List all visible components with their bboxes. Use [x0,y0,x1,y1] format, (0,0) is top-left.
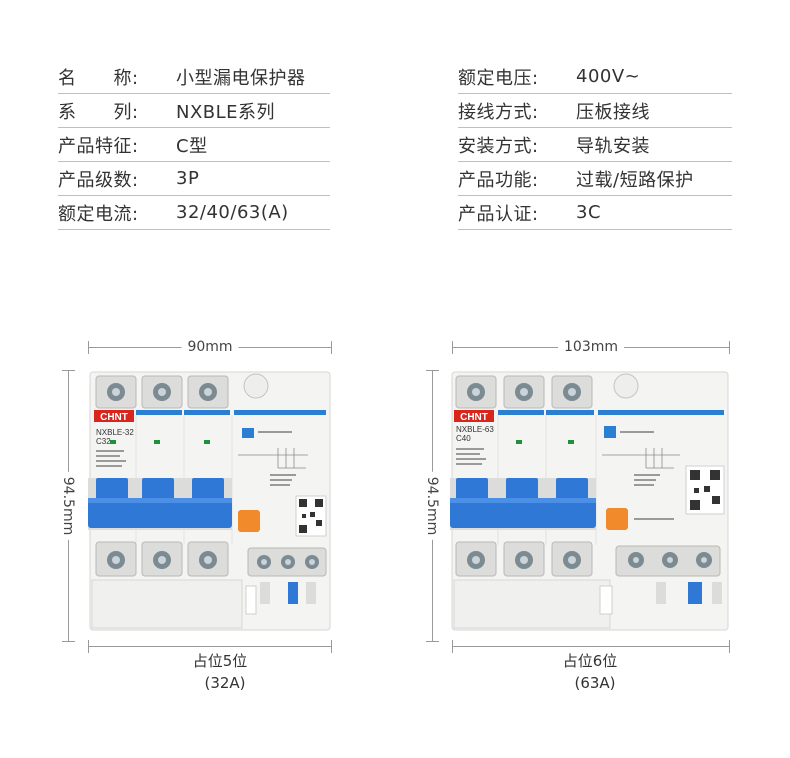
caption-left: 占位5位 (32A) [160,650,280,694]
height-dimension-left: 94.5mm [58,370,78,642]
rating-label: C32 [96,437,111,446]
spec-value: 小型漏电保护器 [176,67,306,89]
spec-key: 接线方式: [458,101,539,123]
caption-right: 占位6位 (63A) [530,650,650,694]
spec-key: 产品特征: [58,135,139,157]
spec-key: 额定电流: [58,203,139,225]
brand-logo: CHNT [100,412,128,423]
spec-value: 32/40/63(A) [176,202,289,223]
spec-row: 额定电流: 32/40/63(A) [58,196,330,230]
width-label: 90mm [181,337,239,357]
width-label: 103mm [558,337,624,357]
breaker-image-right: CHNT NXBLE-63 C40 [450,370,730,632]
width-dimension-left: 90mm [88,337,332,357]
caption-amperage: (63A) [574,674,616,692]
rating-label: C40 [456,434,471,443]
spec-value: NXBLE系列 [176,101,276,123]
model-label: NXBLE-63 [456,425,494,434]
height-label: 94.5mm [424,471,440,541]
spec-value: 过载/短路保护 [576,169,694,191]
width-dimension-right: 103mm [452,337,730,357]
spec-value: 400V~ [576,66,641,87]
spec-row: 产品特征: C型 [58,128,330,162]
spec-key: 产品认证: [458,203,539,225]
height-dimension-right: 94.5mm [422,370,442,642]
spec-key: 系 列: [58,101,139,123]
spec-row: 产品级数: 3P [58,162,330,196]
spec-row: 名 称: 小型漏电保护器 [58,60,330,94]
spec-value: 3P [176,168,200,189]
base-dimension-right [452,636,730,656]
spec-value: 3C [576,202,602,223]
spec-table-left: 名 称:小型漏电保护器 系 列:NXBLE系列 产品特征:C型 产品级数:3P … [58,60,330,230]
spec-value: 压板接线 [576,101,650,123]
spec-key: 名 称: [58,67,139,89]
caption-slots: 占位6位 [562,652,618,670]
spec-row: 接线方式: 压板接线 [458,94,732,128]
caption-amperage: (32A) [204,674,246,692]
spec-row: 产品功能: 过载/短路保护 [458,162,732,196]
spec-row: 额定电压: 400V~ [458,60,732,94]
spec-value: 导轨安装 [576,135,650,157]
spec-row: 安装方式: 导轨安装 [458,128,732,162]
spec-key: 安装方式: [458,135,539,157]
spec-key: 产品级数: [58,169,139,191]
height-label: 94.5mm [60,471,76,541]
caption-slots: 占位5位 [192,652,248,670]
model-label: NXBLE-32 [96,428,134,437]
brand-logo: CHNT [460,412,488,423]
breaker-image-left: CHNT NXBLE-32 C32 [88,370,332,632]
base-dimension-left [88,636,332,656]
spec-key: 额定电压: [458,67,539,89]
spec-row: 系 列: NXBLE系列 [58,94,330,128]
spec-row: 产品认证: 3C [458,196,732,230]
spec-key: 产品功能: [458,169,539,191]
spec-table-right: 额定电压: 400V~ 接线方式: 压板接线 安装方式: 导轨安装 产品功能: 过载/短… [458,60,732,230]
spec-value: C型 [176,135,208,157]
